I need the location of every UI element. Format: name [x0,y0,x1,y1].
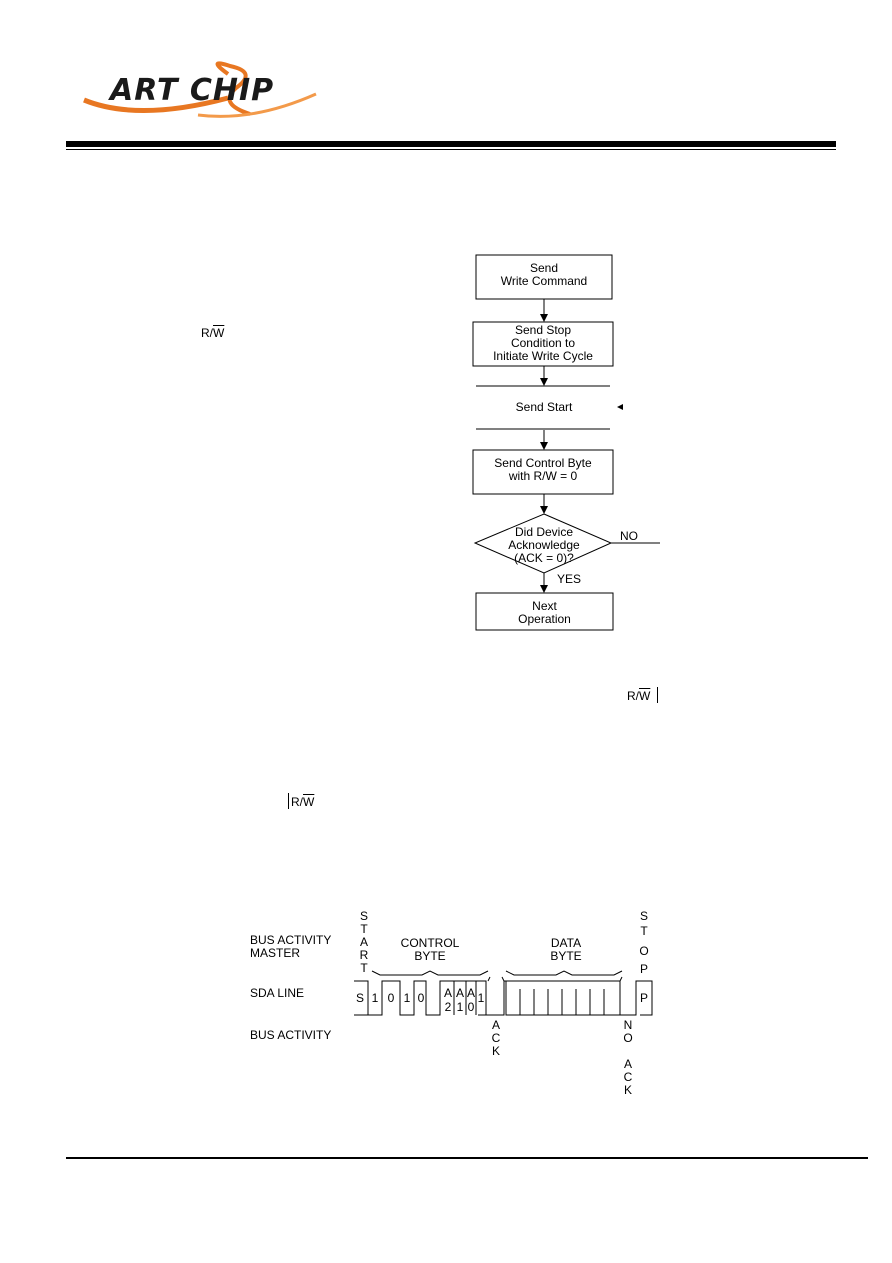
data-byte-label-1: DATA [551,936,581,950]
flow-box-send-stop [472,321,614,367]
rw-mark-2-text: R/W [627,689,651,703]
flow-box-next-operation [475,592,614,631]
flow-box2-line1: Send Stop [514,323,572,337]
noack-letter-c: C [624,1070,633,1084]
start-letter-t2: T [360,961,368,975]
flow-diamond-line2: Acknowledge [508,538,580,552]
bus-label-master-line1: BUS ACTIVITY [250,933,332,947]
logo-swoosh-icon [83,61,317,118]
flow-box5-line1: Next [532,599,557,613]
bit-p: P [640,991,648,1005]
bus-label-sda: SDA LINE [250,986,305,1000]
ack-letter-a: A [492,1018,500,1032]
flow-box4-text: Send Control Byte with R/W = 0 [473,457,613,483]
rw-mark-3-text: R/W [291,795,315,809]
bus-label-activity: BUS ACTIVITY [250,1028,332,1042]
noack-letter-o: O [623,1031,632,1045]
bit-a2-a: A [444,986,452,1000]
header-rule-thin [66,149,836,150]
flowchart-graphic [472,254,660,631]
flow-box4-line1: Send Control Byte [494,456,592,470]
bit-a1-a: A [456,986,464,1000]
start-letter-t: T [360,922,368,936]
sda-waveform-line [354,980,653,1016]
data-byte-label-2: BYTE [550,949,581,963]
flow-box5-text: Next Operation [476,600,613,626]
flow-box-write-command [475,254,613,300]
noack-letter-k: K [624,1083,632,1097]
flow-box4-line2: with R/W = 0 [508,469,578,483]
flow-box1-text: Send Write Command [476,262,612,288]
rw-mark-3-bar [288,793,289,809]
rw-mark-1-text: R/W [201,326,225,340]
bit-0b: 0 [418,991,425,1005]
bus-label-master-line2: MASTER [250,946,301,960]
ack-letter-k: K [492,1044,500,1058]
flow-box5-line2: Operation [518,612,571,626]
bus-waveform: S T A R T CONTROL BYTE DATA BYTE S T O P [354,909,653,1097]
flow-diamond-line1: Did Device [514,525,574,539]
start-letter-s: S [360,909,368,923]
noack-letter-n: N [624,1018,633,1032]
start-letter-a: A [360,935,368,949]
bit-a2-2: 2 [445,1000,452,1014]
start-letter-r: R [360,948,369,962]
company-logo: ART CHIP [110,73,275,108]
bit-a1-1: 1 [457,1000,464,1014]
flow-box2-text: Send Stop Condition to Initiate Write Cy… [473,324,613,363]
flow-box-control-byte [472,449,614,495]
flow-yes-label: YES [557,572,582,586]
flow-no-label: NO [620,529,638,543]
flow-box1-line1: Send [529,261,559,275]
control-byte-label-2: BYTE [414,949,445,963]
bit-0: 0 [388,991,395,1005]
flow-box2-line2: Condition to [510,336,576,350]
control-byte-label-1: CONTROL [401,936,460,950]
bit-1: 1 [372,991,379,1005]
stop-letter-s: S [640,909,648,923]
ack-letter-c: C [492,1031,501,1045]
stop-letter-t: T [640,924,648,938]
rw-mark-2-bar [657,687,658,703]
footer-rule [66,1157,868,1159]
rw-mark-3: R/W [288,793,315,809]
flow-diamond-line3: (ACK = 0)? [514,551,574,565]
flow-box2-line3: Initiate Write Cycle [493,349,593,363]
flow-box1-line2: Write Command [500,274,588,288]
noack-letter-a: A [624,1057,632,1071]
bit-a0-a: A [467,986,475,1000]
data-byte-bracket [505,970,623,976]
bus-label-master: BUS ACTIVITY MASTER [250,934,331,960]
rw-mark-1: R/W [201,326,224,340]
bit-1b: 1 [404,991,411,1005]
data-byte-box [505,980,621,1016]
stop-letter-p: P [640,962,648,976]
control-byte-bracket [371,970,489,976]
loop-arrow-icon [617,404,623,410]
rw-mark-2: R/W [627,687,658,703]
bit-a0-0: 0 [468,1000,475,1014]
header-rule [66,141,836,147]
bit-s: S [356,991,364,1005]
bit-rw-1: 1 [478,991,485,1005]
stop-letter-o: O [639,944,648,958]
flow-diamond-text: Did Device Acknowledge (ACK = 0)? [484,526,604,565]
flow-box3-text: Send Start [515,400,573,414]
